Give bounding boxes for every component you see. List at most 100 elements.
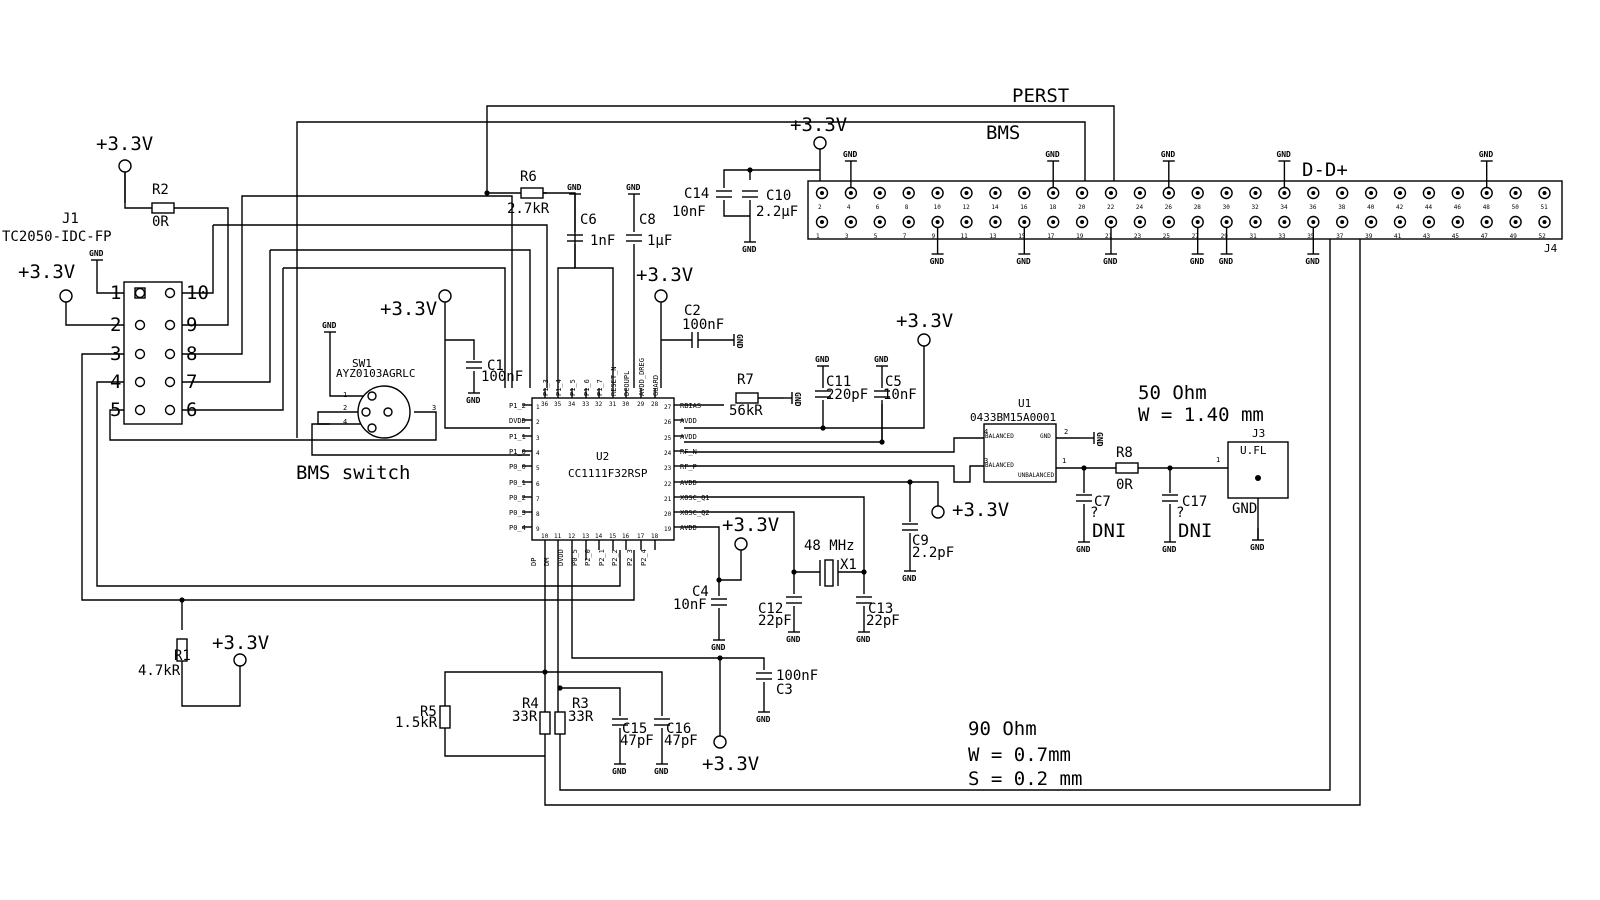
- wire: [486, 105, 1115, 193]
- wire: [684, 465, 986, 483]
- j4-pin-hole: [1253, 220, 1258, 224]
- ground-symbol: GND: [626, 183, 641, 232]
- c3-value: 100nF: [776, 668, 818, 684]
- ground-label: GND: [756, 715, 771, 724]
- u1-body: [983, 423, 1057, 483]
- u1-pin-number: 2: [1064, 428, 1068, 436]
- ground-symbol: GND: [1103, 228, 1118, 266]
- j1-pin-number: 3: [110, 343, 121, 365]
- j4-pin-hole: [1195, 191, 1200, 195]
- ground-label: GND: [1305, 257, 1320, 266]
- ground-symbol: GND: [1076, 504, 1091, 554]
- r2-ref: R2: [152, 182, 169, 198]
- j4-pin-number: 37: [1336, 233, 1344, 240]
- dd-net-label: D-D+: [1302, 159, 1348, 181]
- u2-top-pin-name: P1_4: [555, 379, 563, 396]
- ground-label: GND: [1161, 150, 1176, 159]
- u2-pin-number: 18: [651, 533, 659, 540]
- j1-ref: J1: [62, 211, 79, 227]
- j4-pin-hole: [1224, 191, 1229, 195]
- vcc-symbol: +3.3V: [96, 133, 153, 173]
- j4-pin-number: 51: [1541, 204, 1549, 211]
- u2-pin-number: 34: [568, 401, 576, 408]
- vcc-label: +3.3V: [790, 114, 847, 136]
- j4-pin-number: 19: [1076, 233, 1084, 240]
- u2-pin-number: 17: [637, 533, 645, 540]
- vcc-symbol: +3.3V: [790, 114, 847, 150]
- c17-qmark: ?: [1176, 505, 1184, 521]
- j4-pin-number: 10: [934, 204, 942, 211]
- j4-pin-hole: [1137, 191, 1142, 195]
- j4-pin-number: 1: [816, 233, 820, 240]
- c15-value: 47pF: [620, 733, 654, 749]
- j1-pin-pad: [164, 348, 176, 360]
- u2-pin-number: 30: [622, 401, 630, 408]
- wire: [296, 121, 1086, 438]
- j4-pin-number: 23: [1134, 233, 1142, 240]
- c4-ref: C4: [692, 584, 709, 600]
- j1-pin-pad: [134, 319, 146, 331]
- sw1-contact: [383, 407, 393, 417]
- wire: [311, 423, 530, 456]
- wire: [445, 339, 475, 360]
- u2-ref: U2: [596, 450, 609, 463]
- j1-pin-number: 8: [186, 343, 197, 365]
- ground-symbol: GND: [786, 606, 801, 644]
- ground-symbol: GND: [698, 334, 744, 349]
- j4-pin-hole: [993, 220, 998, 224]
- r7-value: 56kR: [729, 403, 763, 419]
- j4-pin-hole: [1369, 220, 1374, 224]
- j4-pin-hole: [848, 220, 853, 224]
- j3-body: [1227, 441, 1289, 499]
- c14-value: 10nF: [672, 204, 706, 220]
- wire: [257, 195, 513, 388]
- j4-pin-number: 4: [847, 204, 851, 211]
- r1-value: 4.7kR: [138, 663, 181, 679]
- j4-pin-hole: [906, 191, 911, 195]
- u2-pin-number: 26: [664, 419, 672, 426]
- c5-capacitor: [874, 390, 890, 398]
- ground-symbol: GND: [874, 355, 889, 388]
- u2-top-pin-name: GUARD: [652, 375, 660, 396]
- c1-value: 100nF: [481, 369, 523, 385]
- u2-pin-number: 1: [536, 404, 540, 411]
- j1-pin-pad: [134, 287, 146, 299]
- u2-pin-number: 15: [609, 533, 617, 540]
- j4-pin-number: 49: [1510, 233, 1518, 240]
- c8-value: 1µF: [647, 233, 672, 249]
- vcc-symbol: +3.3V: [722, 514, 779, 551]
- j4-pin-number: 38: [1338, 204, 1346, 211]
- u2-top-pin-name: P1_7: [596, 379, 604, 396]
- j4-pin-hole: [1109, 220, 1113, 224]
- j4-pin-number: 24: [1136, 204, 1144, 211]
- sw1-value: AYZ0103AGRLC: [336, 367, 415, 380]
- ground-symbol: GND: [902, 533, 917, 583]
- j4-pin-hole: [1080, 191, 1085, 195]
- u1-pin-number: 1: [1062, 457, 1066, 465]
- ground-symbol: GND: [1219, 228, 1233, 266]
- u2-pin-number: 10: [541, 533, 549, 540]
- sw1-contact: [367, 423, 377, 433]
- c15-ref: C15: [622, 721, 647, 737]
- u2-bottom-pin-name: P2_0: [584, 549, 592, 566]
- wire: [719, 548, 742, 581]
- c12-capacitor: [786, 596, 802, 604]
- c8-ref: C8: [639, 212, 656, 228]
- j4-pin-number: 7: [903, 233, 907, 240]
- ground-symbol: GND: [756, 682, 771, 724]
- u2-pin-number: 9: [536, 526, 540, 533]
- u2-value: CC1111F32RSP: [568, 467, 648, 480]
- j4-pin-number: 14: [991, 204, 999, 211]
- j4-pin-number: 12: [963, 204, 971, 211]
- ground-label: GND: [466, 396, 481, 405]
- j4-pin-hole: [1137, 220, 1142, 224]
- r3-ref: R3: [572, 696, 589, 712]
- u1-pin-number: 3: [984, 457, 988, 465]
- ground-symbol: GND: [612, 728, 627, 776]
- wire: [170, 207, 229, 326]
- u2-bottom-pin-name: DP: [530, 558, 538, 566]
- c5-ref: C5: [885, 374, 902, 390]
- j1-pin-pad: [134, 404, 146, 416]
- j4-pin-number: 16: [1020, 204, 1028, 211]
